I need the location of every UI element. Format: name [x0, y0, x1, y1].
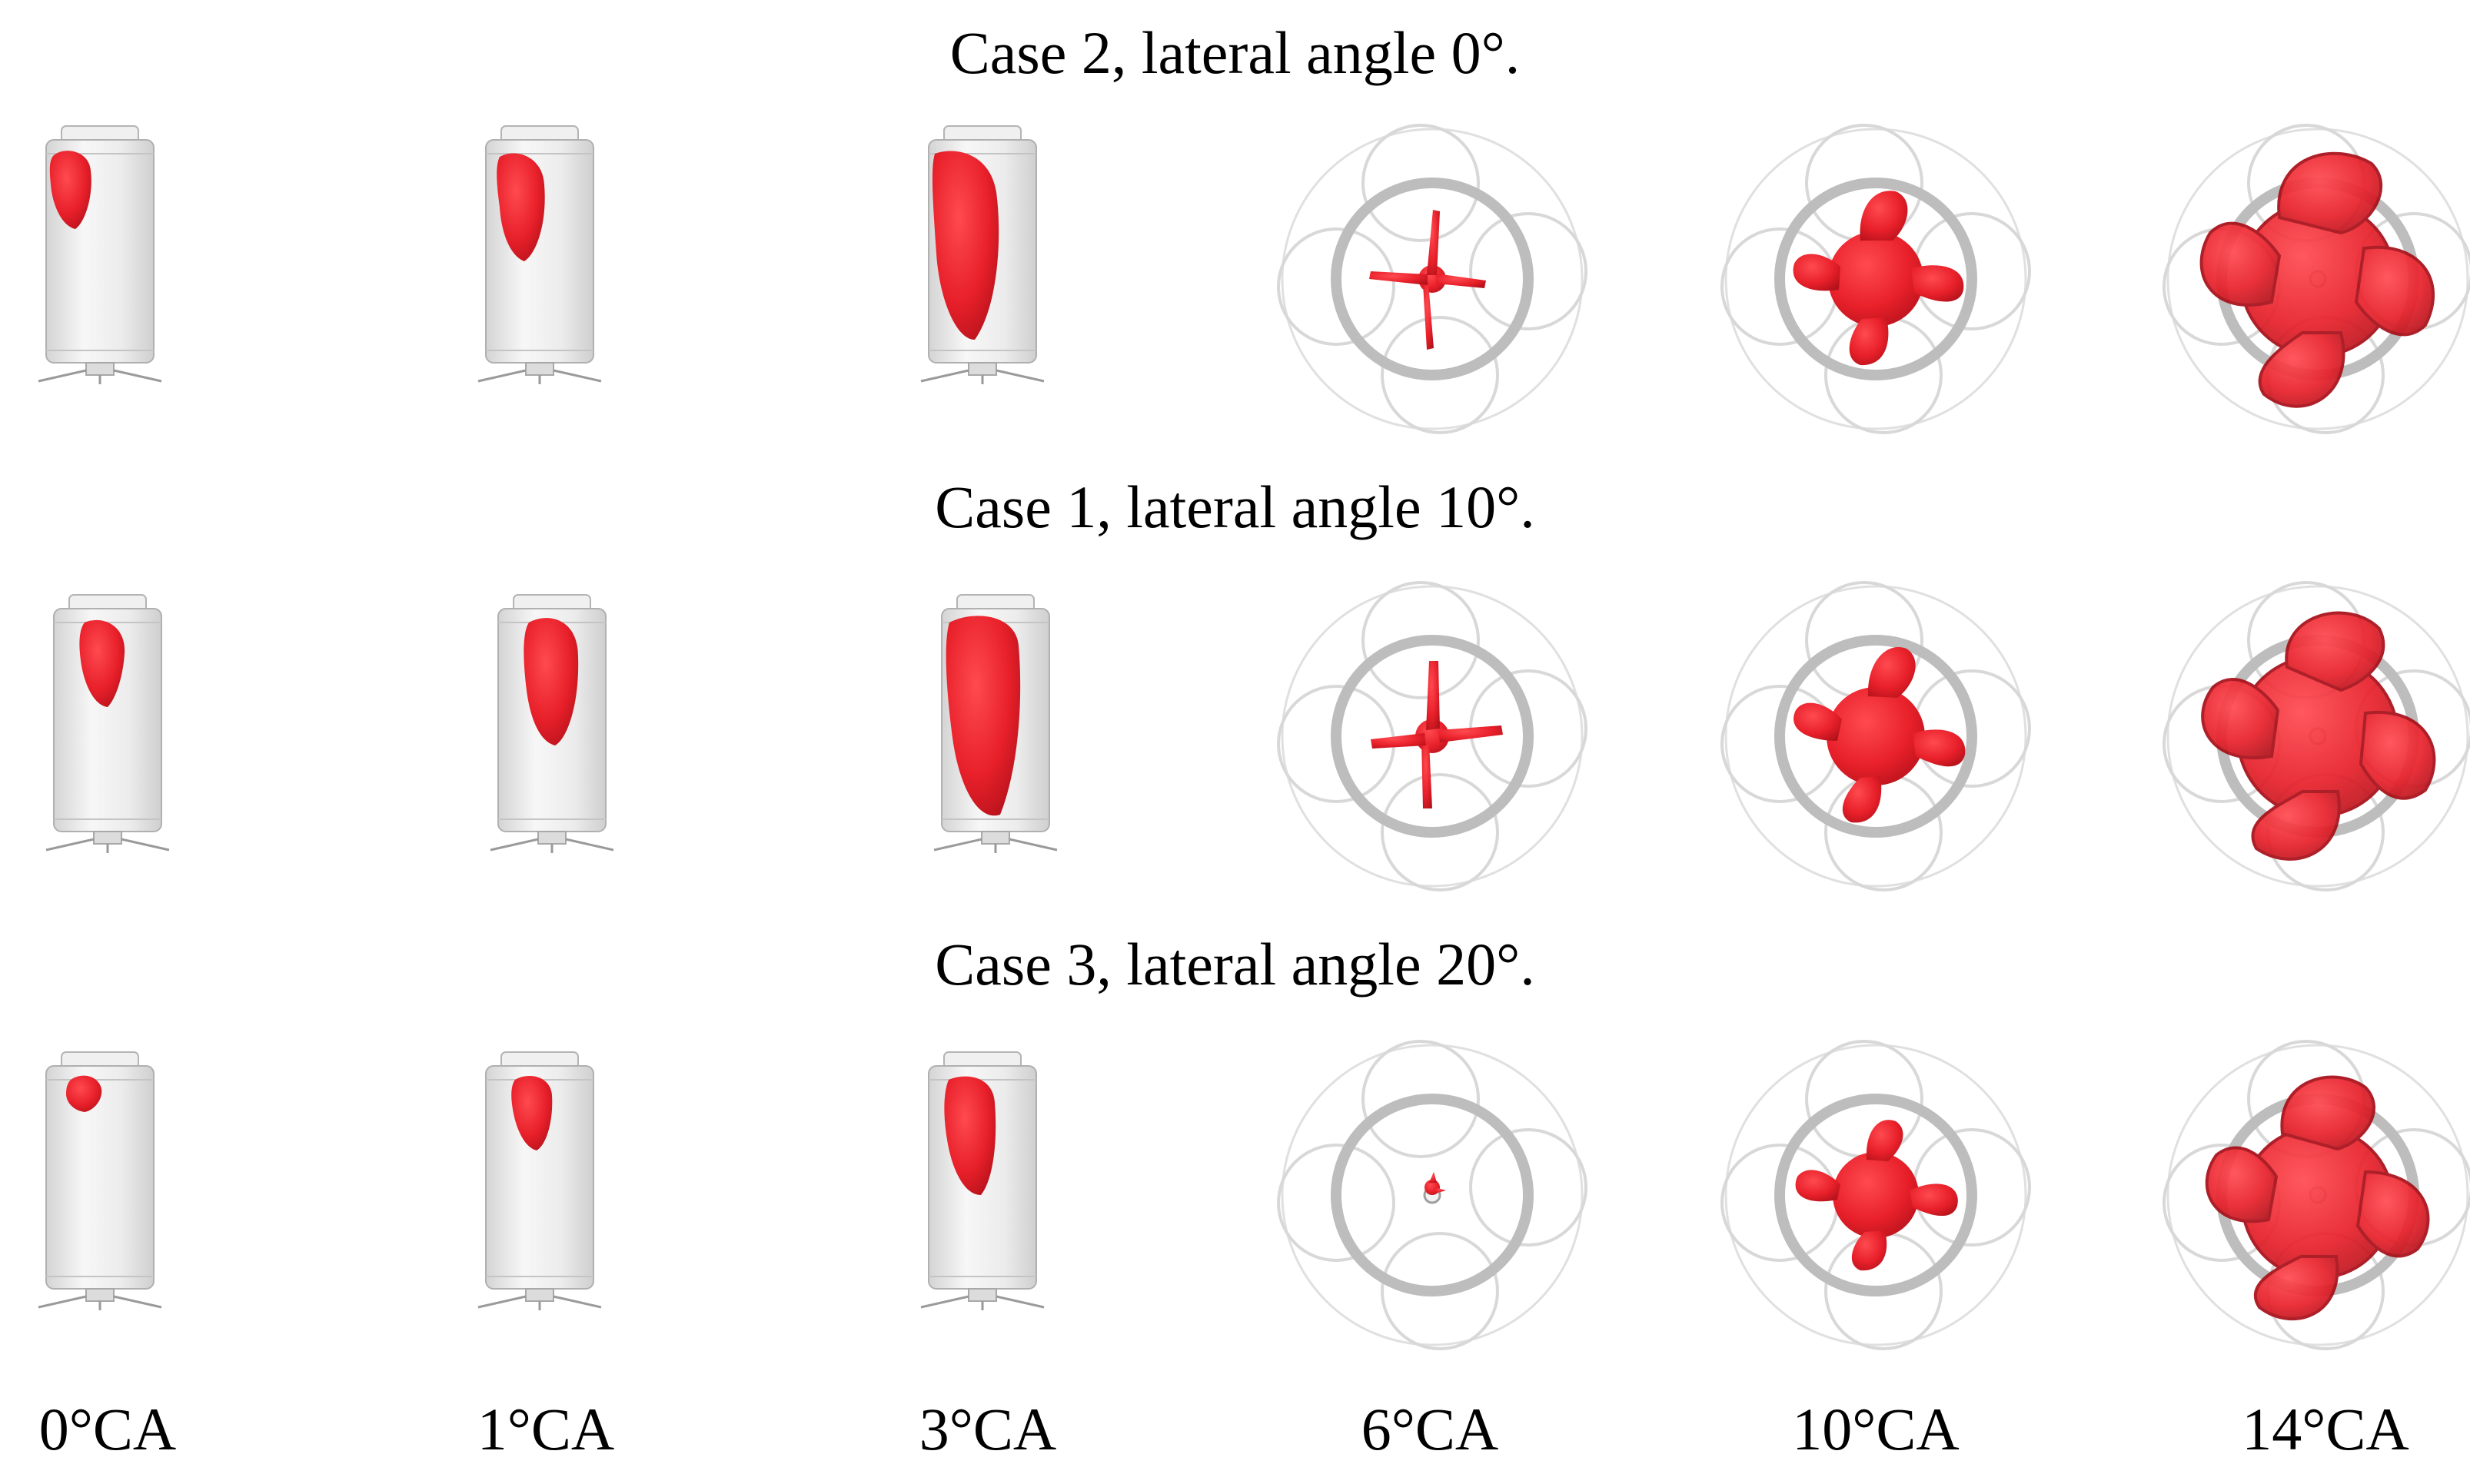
- flame-kernel: [511, 1075, 553, 1150]
- flame-lobes-medium: [1793, 191, 1964, 366]
- flame-lobes-medium: [1793, 646, 1966, 823]
- row-title-case-2: Case 2, lateral angle 0°.: [949, 19, 1521, 86]
- flame-lobes-medium: [1795, 1120, 1958, 1271]
- flame-lobes-large: [2199, 151, 2435, 408]
- top-view-case1-10ca: [1722, 583, 2030, 890]
- flame-kernel: [944, 1076, 996, 1195]
- flame-spark: [1424, 1172, 1446, 1195]
- top-view-case1-14ca: [2164, 583, 2470, 890]
- label-10-ca: 10°CA: [1792, 1396, 1960, 1462]
- side-view-case2-3ca: [919, 124, 1046, 386]
- flame-kernel: [79, 619, 125, 707]
- label-6-ca: 6°CA: [1361, 1396, 1499, 1462]
- flame-kernel: [66, 1075, 102, 1112]
- side-view-case1-0ca: [45, 593, 171, 855]
- flame-arms-small: [1371, 661, 1503, 808]
- top-view-case2-14ca: [2164, 125, 2470, 433]
- side-view-case2-1ca: [477, 124, 603, 386]
- label-3-ca: 3°CA: [919, 1396, 1057, 1462]
- flame-kernel: [932, 151, 999, 340]
- side-view-case2-0ca: [37, 124, 163, 386]
- side-view-case1-1ca: [489, 593, 615, 855]
- flame-kernel: [946, 616, 1021, 816]
- flame-arms-small: [1369, 210, 1486, 350]
- top-view-case3-14ca: [2164, 1041, 2470, 1349]
- flame-kernel: [49, 151, 91, 229]
- top-view-case2-10ca: [1722, 125, 2030, 433]
- row-title-case-1: Case 1, lateral angle 10°.: [935, 473, 1535, 540]
- side-view-case3-1ca: [477, 1051, 603, 1312]
- label-14-ca: 14°CA: [2242, 1396, 2409, 1462]
- flame-lobes-large: [2205, 1075, 2430, 1320]
- row-title-case-3: Case 3, lateral angle 20°.: [935, 931, 1535, 998]
- top-view-case1-6ca: [1278, 583, 1586, 890]
- top-view-case3-10ca: [1722, 1041, 2030, 1349]
- flame-kernel: [497, 153, 545, 261]
- top-view-case3-6ca: [1278, 1041, 1586, 1349]
- flame-kernel: [524, 618, 579, 745]
- label-0-ca: 0°CA: [38, 1396, 177, 1462]
- side-view-case3-0ca: [37, 1051, 163, 1312]
- label-1-ca: 1°CA: [477, 1396, 615, 1462]
- top-view-case2-6ca: [1278, 125, 1586, 433]
- side-view-case3-3ca: [919, 1051, 1046, 1312]
- side-view-case1-3ca: [932, 593, 1059, 855]
- flame-lobes-large: [2201, 611, 2436, 861]
